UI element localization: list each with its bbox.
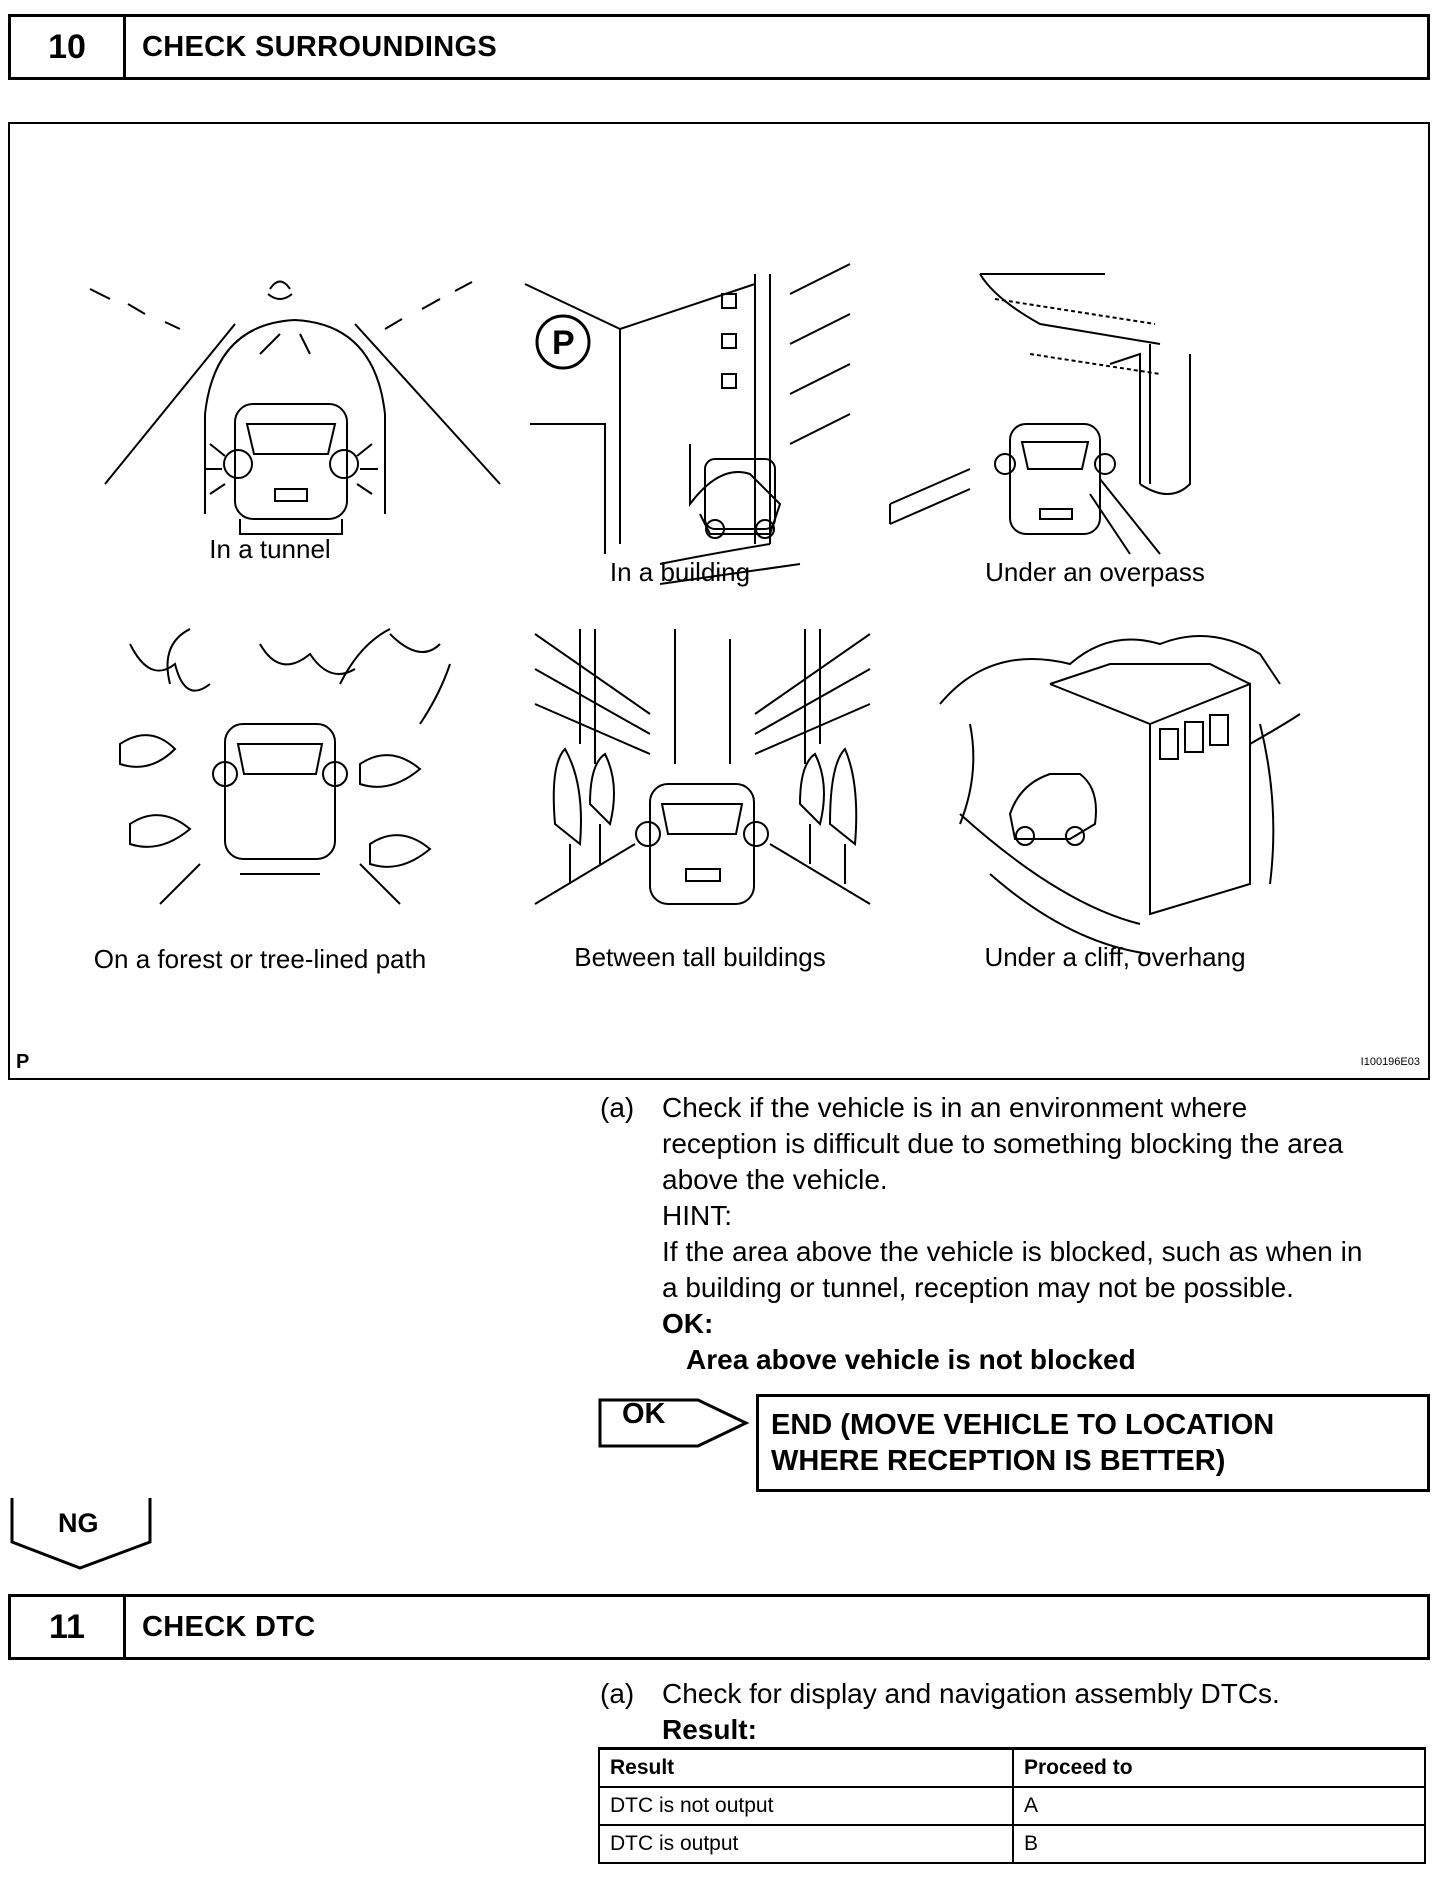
- ok-branch-label: OK: [622, 1398, 666, 1430]
- ok-label: OK:: [662, 1308, 714, 1339]
- surroundings-illustration: P: [8, 122, 1430, 1080]
- table-cell: B: [1012, 1824, 1426, 1864]
- tunnel-scene: [89, 280, 501, 535]
- instruction-line: Check for display and navigation assembl…: [662, 1678, 1280, 1709]
- instruction-body: Check for display and navigation assembl…: [662, 1676, 1442, 1748]
- result-table: Result Proceed to DTC is not output A DT…: [598, 1747, 1426, 1864]
- forest-scene: [119, 628, 451, 905]
- caption-tall-buildings: Between tall buildings: [574, 942, 826, 972]
- step-number: 10: [11, 17, 126, 77]
- instruction-line: Check if the vehicle is in an environmen…: [662, 1092, 1248, 1123]
- step-11-header: 11 CHECK DTC: [8, 1594, 1430, 1660]
- hint-line: a building or tunnel, reception may not …: [662, 1272, 1294, 1303]
- hint-line: If the area above the vehicle is blocked…: [662, 1236, 1363, 1267]
- table-row: DTC is output B: [598, 1824, 1426, 1864]
- caption-overpass: Under an overpass: [985, 557, 1205, 587]
- step-number: 11: [11, 1597, 126, 1657]
- instruction-line: above the vehicle.: [662, 1164, 888, 1195]
- caption-tunnel: In a tunnel: [209, 534, 331, 564]
- table-header-cell: Result: [598, 1747, 1014, 1788]
- item-label: (a): [600, 1092, 635, 1123]
- table-cell: A: [1012, 1786, 1426, 1826]
- ok-result-line: END (MOVE VEHICLE TO LOCATION: [771, 1409, 1275, 1441]
- ok-criteria: Area above vehicle is not blocked: [686, 1344, 1136, 1375]
- caption-cliff: Under a cliff, overhang: [984, 942, 1246, 972]
- step-10-header: 10 CHECK SURROUNDINGS: [8, 14, 1430, 80]
- figure-corner-label: P: [16, 1051, 30, 1073]
- tall-buildings-scene: [534, 629, 871, 905]
- step-title: CHECK SURROUNDINGS: [142, 30, 498, 63]
- ng-branch-label: NG: [58, 1508, 99, 1538]
- instruction-line: reception is difficult due to something …: [662, 1128, 1344, 1159]
- result-label: Result:: [662, 1714, 757, 1745]
- ok-result-line: WHERE RECEPTION IS BETTER): [771, 1445, 1226, 1477]
- ok-arrow-icon: [598, 1398, 750, 1448]
- ng-down-arrow-icon: [10, 1498, 152, 1570]
- table-header-cell: Proceed to: [1012, 1747, 1426, 1788]
- instruction-body: Check if the vehicle is in an environmen…: [662, 1090, 1442, 1378]
- caption-forest: On a forest or tree-lined path: [93, 944, 427, 974]
- table-cell: DTC is not output: [598, 1786, 1014, 1826]
- item-label: (a): [600, 1678, 635, 1709]
- building-scene: P: [524, 263, 851, 585]
- table-cell: DTC is output: [598, 1824, 1014, 1864]
- cliff-scene: [939, 635, 1301, 955]
- parking-sign-letter: P: [552, 324, 575, 362]
- hint-label: HINT:: [662, 1200, 732, 1231]
- caption-building: In a building: [609, 557, 751, 587]
- table-header-row: Result Proceed to: [598, 1747, 1426, 1788]
- step-title: CHECK DTC: [142, 1610, 316, 1643]
- table-row: DTC is not output A: [598, 1786, 1426, 1826]
- figure-id: I100196E03: [1360, 1056, 1420, 1068]
- overpass-scene: [889, 273, 1191, 555]
- ok-result-box: END (MOVE VEHICLE TO LOCATION WHERE RECE…: [756, 1394, 1430, 1492]
